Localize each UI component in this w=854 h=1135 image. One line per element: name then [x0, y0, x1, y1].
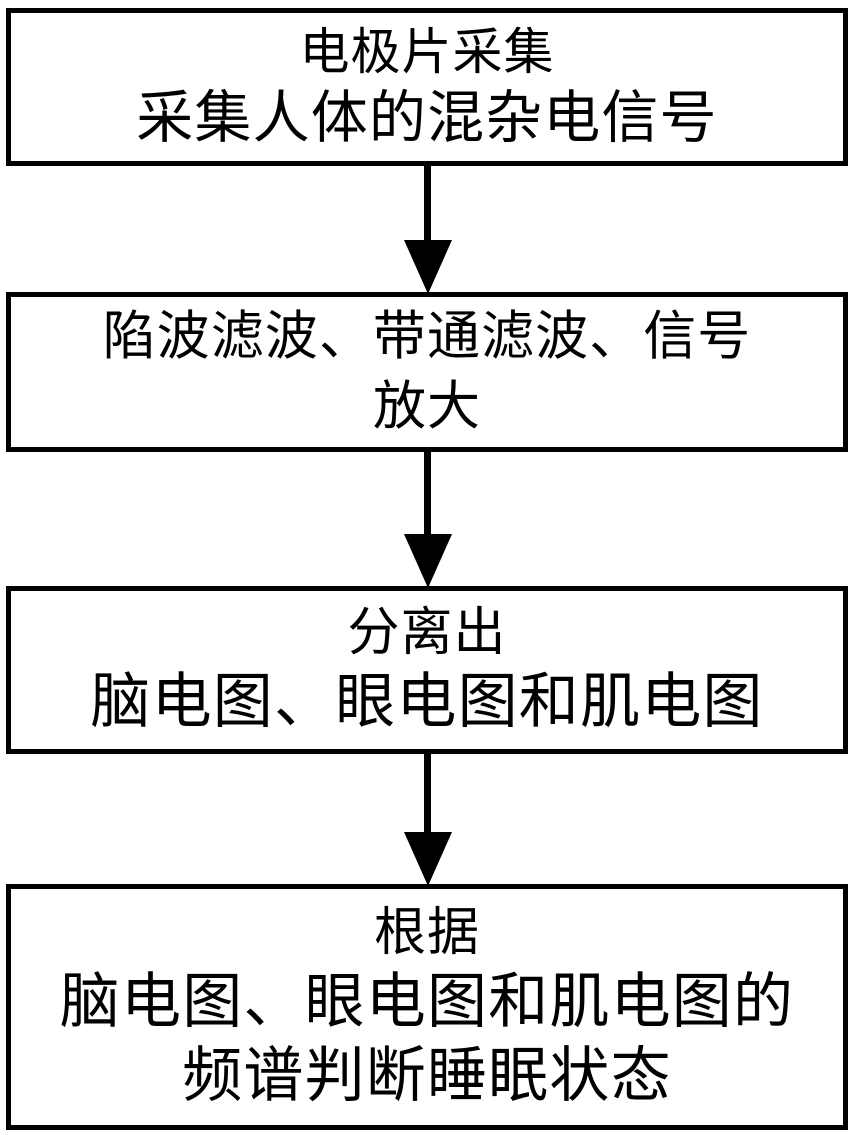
- flowchart-connector-3: [404, 754, 452, 886]
- node-judgement-line-2: 脑电图、眼电图和肌电图的: [59, 967, 795, 1037]
- connector-3-shaft: [424, 754, 431, 832]
- arrow-down-icon: [404, 534, 452, 588]
- flowchart-node-separation: 分离出 脑电图、眼电图和肌电图: [6, 586, 848, 754]
- connector-2-shaft: [424, 452, 431, 534]
- node-separation-line-2: 脑电图、眼电图和肌电图: [90, 667, 764, 737]
- flowchart-node-acquisition: 电极片采集 采集人体的混杂电信号: [6, 8, 848, 166]
- node-judgement-line-1: 根据: [373, 903, 481, 963]
- flowchart-connector-1: [404, 166, 452, 294]
- flowchart-node-filtering: 陷波滤波、带通滤波、信号 放大: [6, 292, 848, 452]
- node-acquisition-line-2: 采集人体的混杂电信号: [136, 85, 718, 151]
- flowchart-connector-2: [404, 452, 452, 588]
- node-judgement-line-3: 频谱判断睡眠状态: [182, 1041, 672, 1111]
- connector-1-shaft: [424, 166, 431, 240]
- flowchart-node-judgement: 根据 脑电图、眼电图和肌电图的 频谱判断睡眠状态: [6, 884, 848, 1130]
- arrow-down-icon: [404, 832, 452, 886]
- arrow-down-icon: [404, 240, 452, 294]
- node-acquisition-line-1: 电极片采集: [299, 23, 555, 81]
- node-filtering-line-2: 放大: [372, 376, 482, 437]
- node-separation-line-1: 分离出: [347, 603, 507, 663]
- node-filtering-line-1: 陷波滤波、带通滤波、信号: [102, 306, 752, 367]
